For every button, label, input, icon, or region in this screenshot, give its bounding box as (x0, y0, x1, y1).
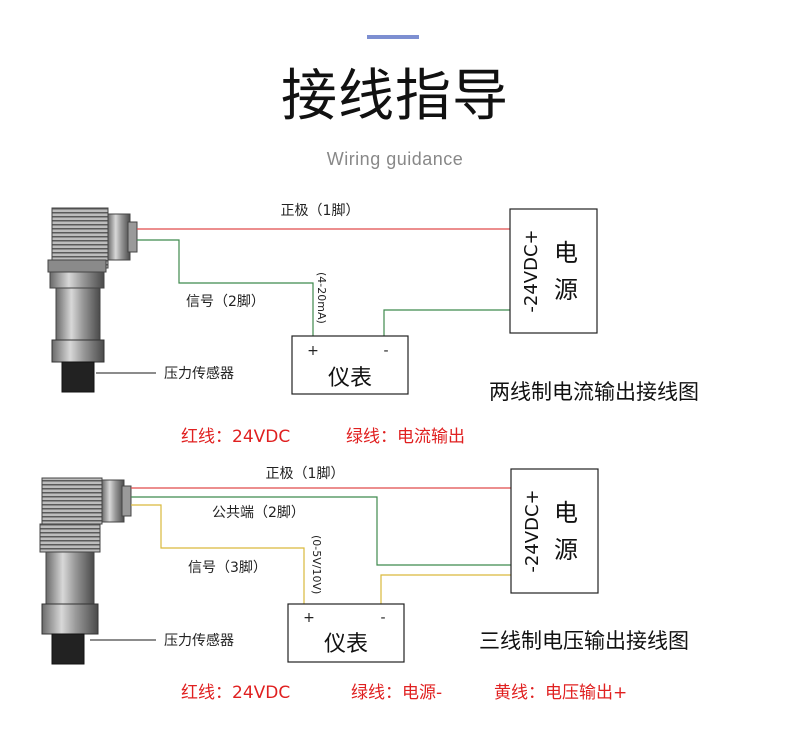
power-label-char-2: 源 (554, 276, 578, 304)
yellow-wire-voltage-output (131, 504, 305, 604)
yellow-wire-return (380, 574, 511, 604)
power-voltage-label: -24VDC+ (522, 489, 543, 572)
page-subtitle: Wiring guidance (326, 149, 464, 169)
positive-pin-label: 正极（1脚） (266, 466, 345, 482)
meter-label: 仪表 (324, 632, 368, 657)
legend-green-wire: 绿线：电源- (351, 683, 442, 703)
green-wire-power-negative (131, 496, 511, 566)
two-wire-diagram: 正极（1脚） 信号（2脚） (4-20mA) 压力传感器 + - 仪表 -24V… (47, 203, 699, 447)
pressure-sensor-image (39, 477, 132, 665)
meter-plus-terminal: + (307, 343, 319, 359)
meter-plus-terminal: + (303, 610, 315, 626)
power-supply-box (510, 468, 599, 594)
signal-pin-label: 信号（3脚） (188, 560, 267, 576)
power-supply-box (509, 208, 598, 334)
pressure-sensor-image (47, 207, 138, 393)
three-wire-diagram: 正极（1脚） 公共端（2脚） 信号（3脚） (0-5V/10V) 压力传感器 +… (39, 466, 689, 703)
green-wire-return (383, 309, 510, 336)
green-wire-signal (137, 239, 314, 336)
power-voltage-label: -24VDC+ (521, 229, 542, 312)
page-title: 接线指导 (281, 64, 509, 129)
power-label-char-1: 电 (554, 239, 578, 267)
power-label-char-1: 电 (554, 499, 578, 527)
two-wire-diagram-title: 两线制电流输出接线图 (489, 380, 699, 404)
voltage-range-label: (0-5V/10V) (310, 535, 323, 594)
sensor-label: 压力传感器 (164, 632, 234, 649)
signal-pin-label: 信号（2脚） (186, 294, 265, 310)
sensor-label: 压力传感器 (164, 365, 234, 382)
meter-box (287, 603, 405, 663)
legend-green-wire: 绿线：电流输出 (346, 427, 465, 447)
three-wire-diagram-title: 三线制电压输出接线图 (479, 629, 689, 653)
legend-red-wire: 红线：24VDC (181, 683, 290, 703)
meter-box (291, 335, 409, 395)
positive-pin-label: 正极（1脚） (281, 203, 360, 219)
common-pin-label: 公共端（2脚） (212, 505, 305, 521)
current-range-label: (4-20mA) (315, 272, 328, 324)
header-accent-bar (367, 35, 419, 39)
legend-yellow-wire: 黄线：电压输出+ (494, 683, 627, 703)
legend-red-wire: 红线：24VDC (181, 427, 290, 447)
power-label-char-2: 源 (554, 536, 578, 564)
meter-label: 仪表 (328, 366, 372, 391)
meter-minus-terminal: - (383, 343, 388, 359)
meter-minus-terminal: - (380, 610, 385, 626)
